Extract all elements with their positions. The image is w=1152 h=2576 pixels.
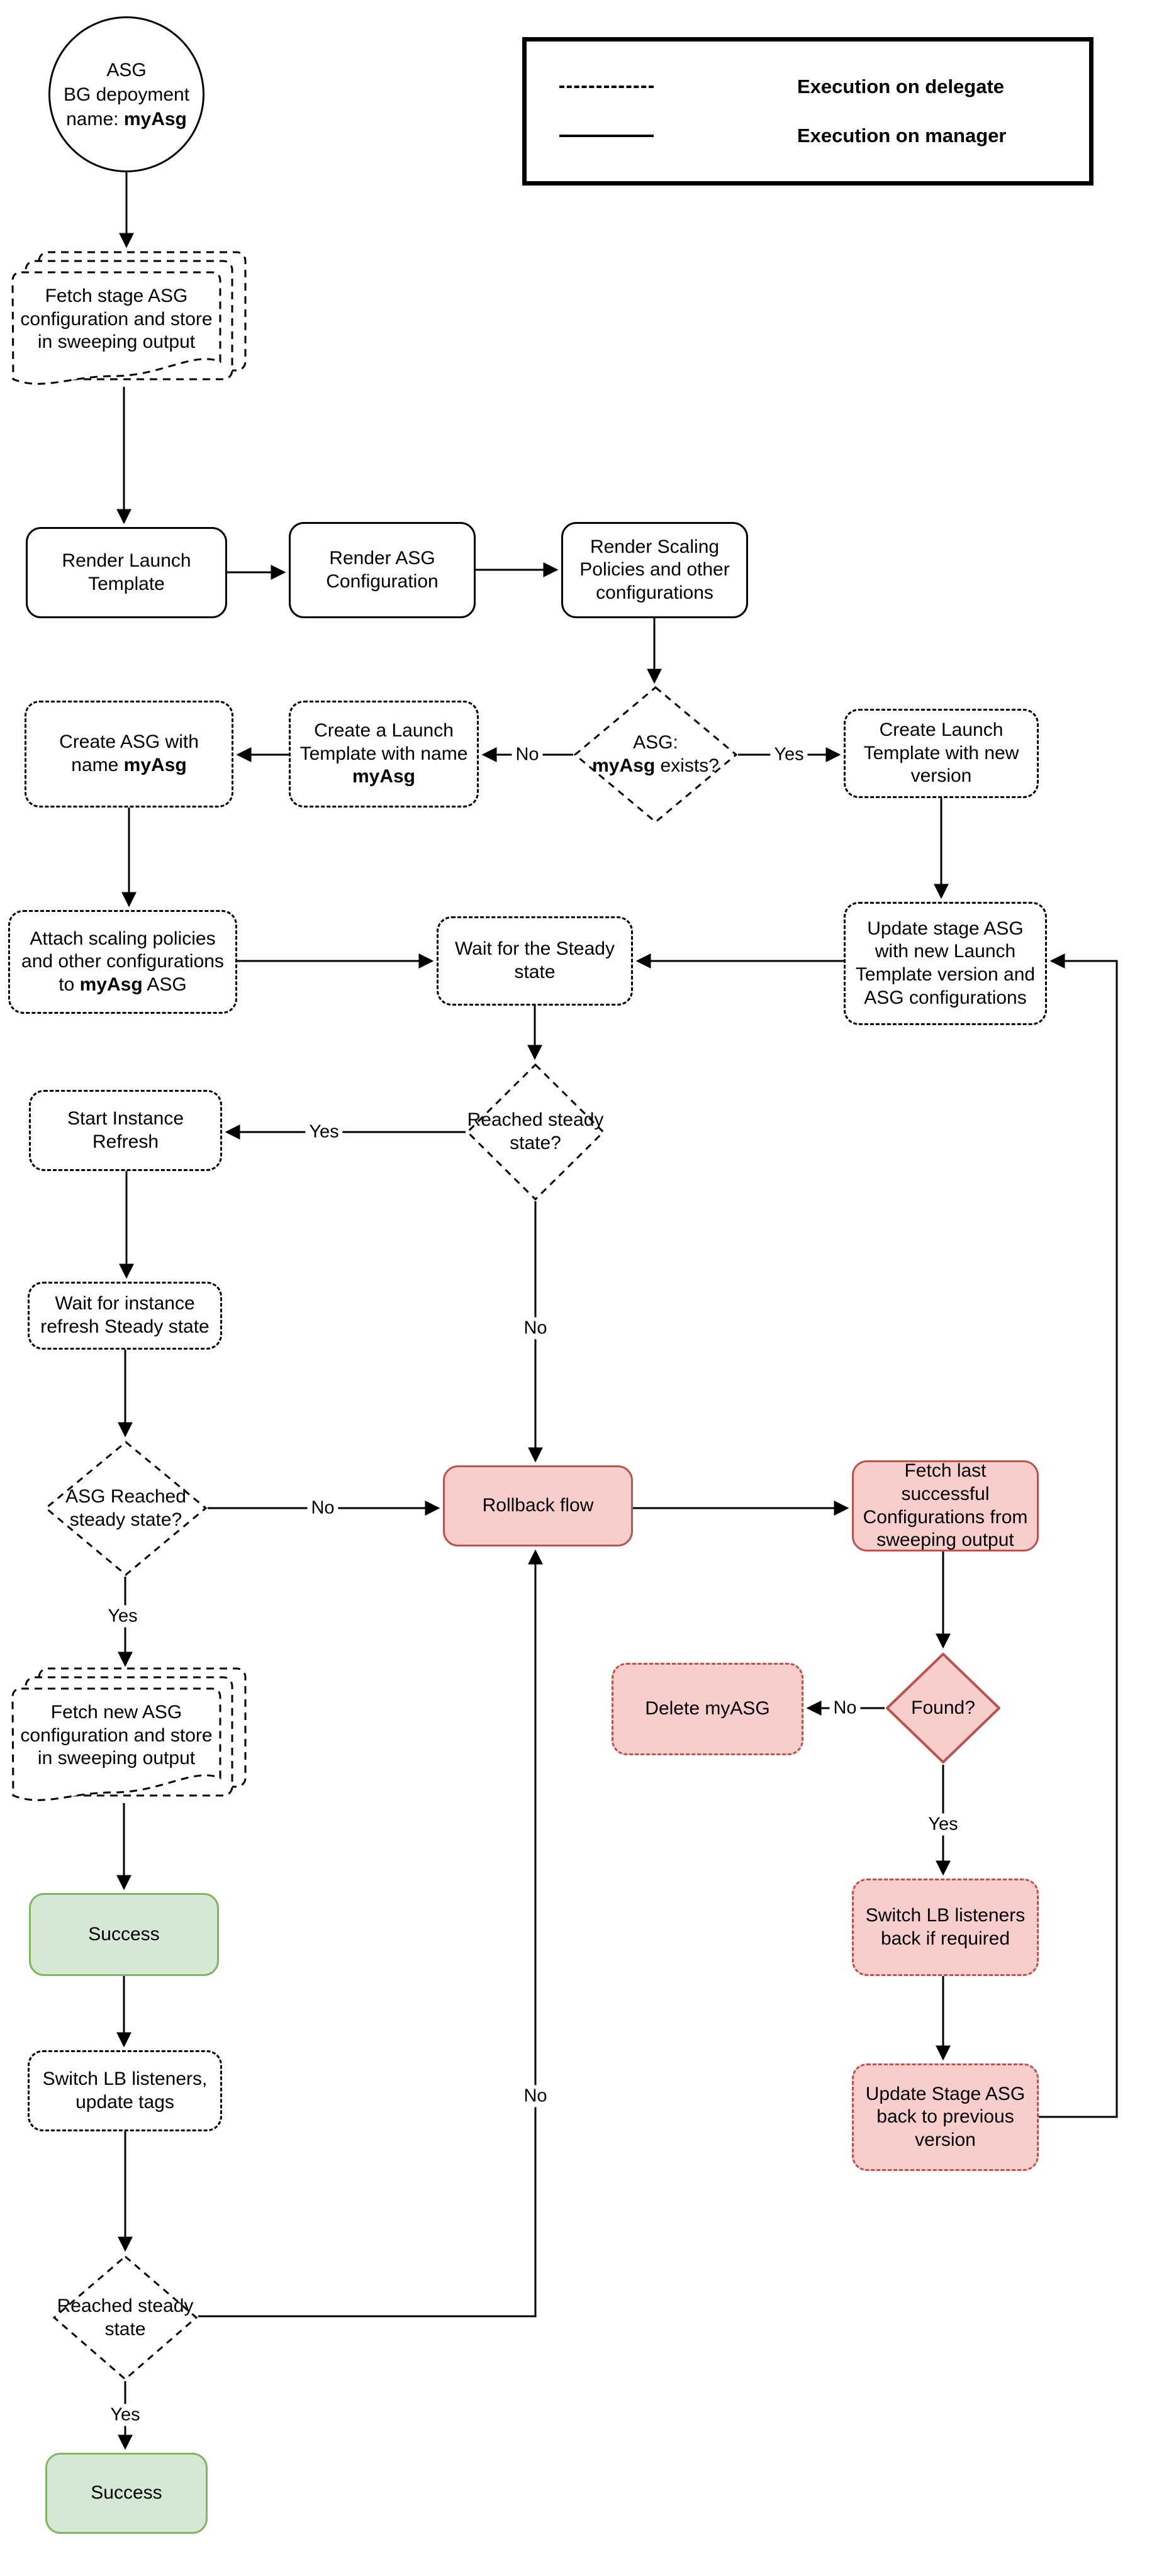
multi-document-shape [11,1667,247,1801]
render-scaling-policies-node: Render Scaling Policies and other config… [561,522,748,618]
update-stage-asg-node: Update stage ASG with new Launch Templat… [844,902,1047,1025]
legend-item-manager: Execution on manager [527,125,1089,147]
decision-found: Found? [885,1652,1002,1765]
fetch-last-successful-node: Fetch last successful Configurations fro… [852,1460,1039,1552]
edge-label-yes: Yes [924,1813,962,1836]
render-launch-template-node: Render Launch Template [26,527,227,618]
legend-label: Execution on manager [797,125,1007,147]
decision-reached-steady-state: Reached steady state? [466,1063,605,1201]
attach-scaling-policies-node: Attach scaling policies and other config… [8,910,237,1014]
diamond-shape [886,1653,1000,1763]
node-label: Reached steady state [57,2295,194,2340]
dashed-line-sample [559,86,654,88]
switch-lb-listeners-back-node: Switch LB listeners back if required [852,1879,1039,1976]
edge-label-yes: Yes [104,1605,142,1628]
node-label: Fetch stage ASG configuration and store … [20,286,213,353]
node-label: ASG: myAsg exists? [592,732,719,776]
decision-asg-exists: ASG: myAsg exists? [573,686,738,824]
edge-label-yes: Yes [106,2404,144,2426]
edge-label-yes: Yes [770,743,808,766]
solid-line-sample [559,135,654,137]
render-asg-configuration-node: Render ASG Configuration [289,522,476,618]
delete-my-asg-node: Delete myASG [612,1663,803,1755]
fetch-stage-asg-config-node: Fetch stage ASG configuration and store … [10,250,248,392]
legend-item-delegate: Execution on delegate [527,75,1089,98]
multi-document-shape [11,251,247,385]
diamond-shape [466,1063,605,1201]
update-stage-asg-back-node: Update Stage ASG back to previous versio… [852,2063,1039,2171]
node-label: Fetch new ASG configuration and store in… [20,1702,213,1769]
edge-label-no: No [512,743,543,766]
create-launch-template-new-version-node: Create Launch Template with new version [844,709,1039,798]
success-node: Success [29,1893,219,1976]
wait-for-steady-state-node: Wait for the Steady state [437,916,633,1006]
rollback-flow-node: Rollback flow [443,1465,633,1546]
start-line2: BG depoyment [63,84,190,105]
edge-label-no: No [829,1697,861,1719]
start-line3: name: myAsg [66,108,187,130]
success-final-node: Success [45,2453,208,2534]
node-label: Attach scaling policies and other config… [21,928,224,995]
create-asg-named-node: Create ASG with name myAsg [25,701,233,808]
switch-lb-listeners-node: Switch LB listeners, update tags [28,2050,222,2131]
edge-label-no: No [307,1497,338,1519]
wait-instance-refresh-node: Wait for instance refresh Steady state [28,1282,222,1350]
node-label: Create ASG with name myAsg [59,731,199,775]
legend: Execution on delegate Execution on manag… [522,37,1093,186]
start-line1: ASG [106,59,147,80]
node-label: Found? [911,1697,975,1718]
node-label: ASG Reached steady state? [65,1485,186,1530]
edge-label-no: No [520,1317,551,1340]
diamond-shape [573,686,738,823]
create-launch-template-named-node: Create a Launch Template with name myAsg [289,701,479,808]
node-label: Create a Launch Template with name myAsg [299,720,468,787]
start-instance-refresh-node: Start Instance Refresh [29,1090,222,1171]
edge-reached-final-no-to-rollback [198,1549,543,2318]
legend-label: Execution on delegate [797,75,1005,97]
decision-asg-reached-steady-state: ASG Reached steady state? [44,1440,208,1577]
node-label: Reached steady state? [467,1109,604,1153]
decision-reached-steady-state-final: Reached steady state [52,2255,198,2381]
edge-label-yes: Yes [305,1121,343,1143]
edge-label-no: No [520,2085,551,2107]
fetch-new-asg-config-node: Fetch new ASG configuration and store in… [10,1667,248,1809]
start-node: ASG BG depoyment name: myAsg [48,16,204,172]
diamond-shape [52,2255,198,2380]
diamond-shape [44,1441,208,1576]
edge-update-back-loop-to-update-stage [1039,953,1118,2118]
